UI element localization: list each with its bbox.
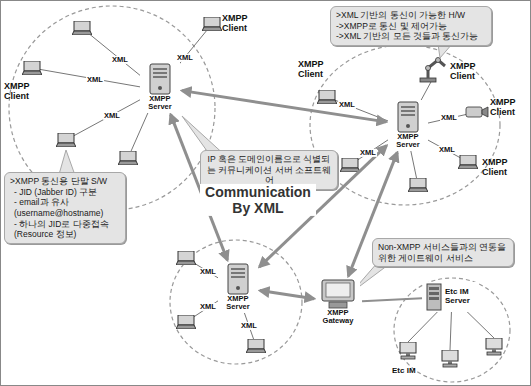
- laptop-icon: [22, 61, 42, 75]
- laptop-icon: [408, 178, 428, 192]
- protocol-label: XML: [199, 268, 217, 276]
- laptop-icon: [176, 251, 196, 265]
- callout-tail: [438, 44, 452, 58]
- server-link: [362, 298, 422, 301]
- power-led: [236, 286, 240, 290]
- server-case: [398, 102, 418, 132]
- laptop-icon: [56, 133, 76, 147]
- im-label: Etc IM: [392, 366, 416, 375]
- cluster-boundary: [170, 240, 302, 364]
- camera-body: [466, 107, 482, 117]
- drive-slot: [153, 72, 167, 74]
- node-label: XMPP Server: [219, 295, 257, 312]
- protocol-label: XML: [86, 76, 104, 84]
- callout-text: >XML 기반의 통신이 가능한 H/W: [336, 10, 486, 21]
- rack-unit: [429, 287, 439, 290]
- node-label: XMPP Server: [389, 133, 427, 150]
- callout-box: >XML 기반의 통신이 가능한 H/W->XMPP로 통신 및 제어가능->X…: [330, 6, 492, 46]
- im-server-icon: [426, 283, 442, 311]
- server-node: XMPP Server: [388, 100, 428, 151]
- callout-text: - email과 유사 (username@hostname): [10, 197, 120, 218]
- drive-slot: [401, 114, 415, 116]
- server-node: XMPP Server: [218, 262, 258, 313]
- protocol-label: XML: [440, 114, 458, 122]
- client-label: XMPP Client: [490, 98, 526, 118]
- gateway-case: [322, 280, 354, 301]
- client-label: XMPP Client: [4, 82, 38, 102]
- protocol-label: XML: [338, 101, 356, 109]
- desktop-icon: [400, 342, 416, 359]
- protocol-label: XML: [240, 322, 258, 330]
- laptop-icon: [118, 151, 138, 165]
- callout-text: - JID (Jabber ID) 구분: [10, 187, 120, 198]
- gateway-icon: [321, 279, 355, 309]
- node-label: Etc IM Server: [445, 288, 475, 306]
- robot-joint: [426, 66, 431, 71]
- callout-text: - 하나의 JID로 다중접속 (Resource 정보): [10, 219, 120, 240]
- headline: Communication By XML: [200, 184, 316, 216]
- laptop-icon: [72, 21, 92, 35]
- rack-case: [427, 284, 441, 310]
- gateway-base: [329, 302, 347, 308]
- client-label: XMPP Client: [222, 14, 258, 34]
- laptop-icon: [340, 158, 360, 172]
- imserver-node: Etc IM Server: [424, 282, 477, 312]
- power-led: [406, 124, 410, 128]
- laptop-icon: [202, 17, 222, 31]
- laptop-icon: [317, 90, 337, 104]
- desktop-icon: [486, 338, 502, 355]
- server-icon: [227, 263, 249, 295]
- robot-base: [420, 78, 436, 82]
- callout-text: ->XMPP로 통신 및 제어가능: [336, 21, 486, 32]
- gateway-screen: [326, 283, 350, 297]
- protocol-label: XML: [199, 303, 217, 311]
- drive-slot: [231, 268, 245, 270]
- drive-slot: [401, 106, 415, 108]
- server-node: XMPP Server: [140, 62, 180, 113]
- server-icon: [149, 63, 171, 95]
- drive-slot: [401, 110, 415, 112]
- callout-text: ->XML 기반의 모든 것들과 통신가능: [336, 31, 486, 42]
- desktop-icon: [442, 350, 458, 367]
- rack-unit: [429, 297, 439, 300]
- drive-slot: [231, 272, 245, 274]
- cluster-boundary: [310, 45, 500, 205]
- gateway-node: XMPP Gateway: [316, 278, 360, 327]
- callout-box: Non-XMPP 서비스들과의 연동을 위한 게이트웨이 서비스: [372, 238, 514, 267]
- server-case: [150, 64, 170, 94]
- camera-lens: [482, 107, 488, 117]
- client-label: XMPP Client: [482, 158, 520, 178]
- server-icon: [397, 101, 419, 133]
- client-label: XMPP Client: [298, 60, 336, 80]
- node-label: XMPP Server: [141, 95, 179, 112]
- drive-slot: [231, 276, 245, 278]
- callout-box: >XMPP 통신용 단말 S/W- JID (Jabber ID) 구분- em…: [4, 172, 126, 244]
- client-label: XMPP Client: [450, 62, 488, 82]
- callout-text: Non-XMPP 서비스들과의 연동을 위한 게이트웨이 서비스: [378, 242, 508, 263]
- rack-unit: [429, 292, 439, 295]
- node-label: XMPP Gateway: [317, 309, 359, 326]
- power-led: [158, 86, 162, 90]
- laptop-icon: [246, 339, 266, 353]
- callout-text: IP 혹은 도메인이름으로 식별되는 커뮤니케이션 서버 소프트웨어: [206, 154, 332, 186]
- protocol-label: XML: [103, 112, 121, 120]
- protocol-label: XML: [359, 149, 377, 157]
- server-link: [260, 291, 314, 299]
- drive-slot: [153, 68, 167, 70]
- laptop-icon: [176, 315, 196, 329]
- server-case: [228, 264, 248, 294]
- protocol-label: XML: [438, 146, 456, 154]
- laptop-icon: [458, 155, 478, 169]
- callout-text: >XMPP 통신용 단말 S/W: [10, 176, 120, 187]
- drive-slot: [153, 76, 167, 78]
- protocol-label: XML: [176, 54, 194, 62]
- protocol-label: XML: [111, 56, 129, 64]
- server-link: [182, 91, 386, 122]
